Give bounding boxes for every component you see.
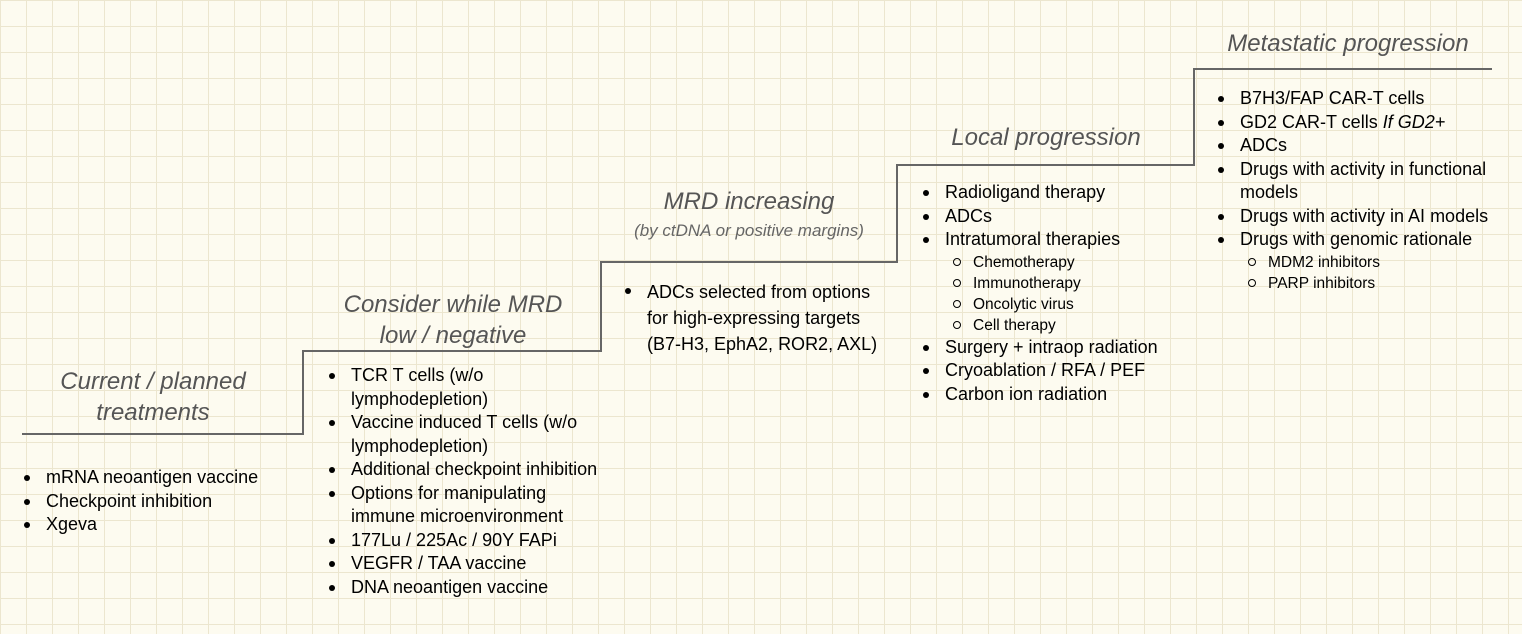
stage-5-title: Metastatic progression — [1227, 30, 1469, 57]
list-item: GD2 CAR-T cells If GD2+ — [1218, 111, 1522, 135]
stage-1-title: Current / planned treatments — [60, 368, 246, 426]
list-item: Drugs with genomic rationale MDM2 inhibi… — [1218, 228, 1522, 294]
sub-list-item: Cell therapy — [953, 315, 1220, 336]
list-item: 177Lu / 225Ac / 90Y FAPi — [329, 529, 613, 553]
list-item: Surgery + intraop radiation — [923, 336, 1220, 360]
sub-list-item: Immunotherapy — [953, 273, 1220, 294]
list-item: Checkpoint inhibition — [24, 490, 326, 514]
list-item: ADCs selected from options for high-expr… — [625, 279, 887, 357]
list-item: Options for manipulating immune microenv… — [329, 482, 613, 529]
list-item: Drugs with activity in functional models — [1218, 158, 1522, 205]
list-item: Vaccine induced T cells (w/o lymphodeple… — [329, 411, 613, 458]
stage-2-list: TCR T cells (w/o lymphodepletion) Vaccin… — [325, 364, 613, 599]
list-item-label: GD2 CAR-T cells — [1240, 111, 1383, 132]
sub-list-item: MDM2 inhibitors — [1248, 252, 1522, 273]
stage-3-subtitle: (by ctDNA or positive margins) — [634, 221, 864, 240]
list-item: Xgeva — [24, 513, 326, 537]
list-item: VEGFR / TAA vaccine — [329, 552, 613, 576]
list-item-condition: If GD2+ — [1382, 111, 1446, 132]
sub-list: Chemotherapy Immunotherapy Oncolytic vir… — [945, 252, 1220, 336]
list-item: mRNA neoantigen vaccine — [24, 466, 326, 490]
stage-5-list: B7H3/FAP CAR-T cells GD2 CAR-T cells If … — [1214, 87, 1522, 294]
stage-3-title: MRD increasing — [663, 188, 835, 215]
sub-list: MDM2 inhibitors PARP inhibitors — [1240, 252, 1522, 294]
stage-4-list: Radioligand therapy ADCs Intratumoral th… — [919, 181, 1220, 406]
stage-4-title: Local progression — [951, 124, 1141, 151]
list-item: Drugs with activity in AI models — [1218, 205, 1522, 229]
sub-list-item: PARP inhibitors — [1248, 273, 1522, 294]
sub-list-item: Oncolytic virus — [953, 294, 1220, 315]
sub-list-item: Chemotherapy — [953, 252, 1220, 273]
list-item: Carbon ion radiation — [923, 383, 1220, 407]
list-item: TCR T cells (w/o lymphodepletion) — [329, 364, 613, 411]
list-item: ADCs — [1218, 134, 1522, 158]
list-item-label: Intratumoral therapies — [945, 229, 1121, 249]
stage-2-title: Consider while MRD low / negative — [343, 291, 563, 349]
list-item: ADCs — [923, 205, 1220, 229]
list-item: Intratumoral therapies Chemotherapy Immu… — [923, 228, 1220, 336]
stage-1-list: mRNA neoantigen vaccine Checkpoint inhib… — [20, 466, 326, 537]
list-item: DNA neoantigen vaccine — [329, 576, 613, 600]
list-item: B7H3/FAP CAR-T cells — [1218, 87, 1522, 111]
list-item: Radioligand therapy — [923, 181, 1220, 205]
list-item: Cryoablation / RFA / PEF — [923, 359, 1220, 383]
stage-3-list: ADCs selected from options for high-expr… — [621, 279, 887, 357]
list-item: Additional checkpoint inhibition — [329, 458, 613, 482]
list-item-label: Drugs with genomic rationale — [1240, 229, 1473, 249]
